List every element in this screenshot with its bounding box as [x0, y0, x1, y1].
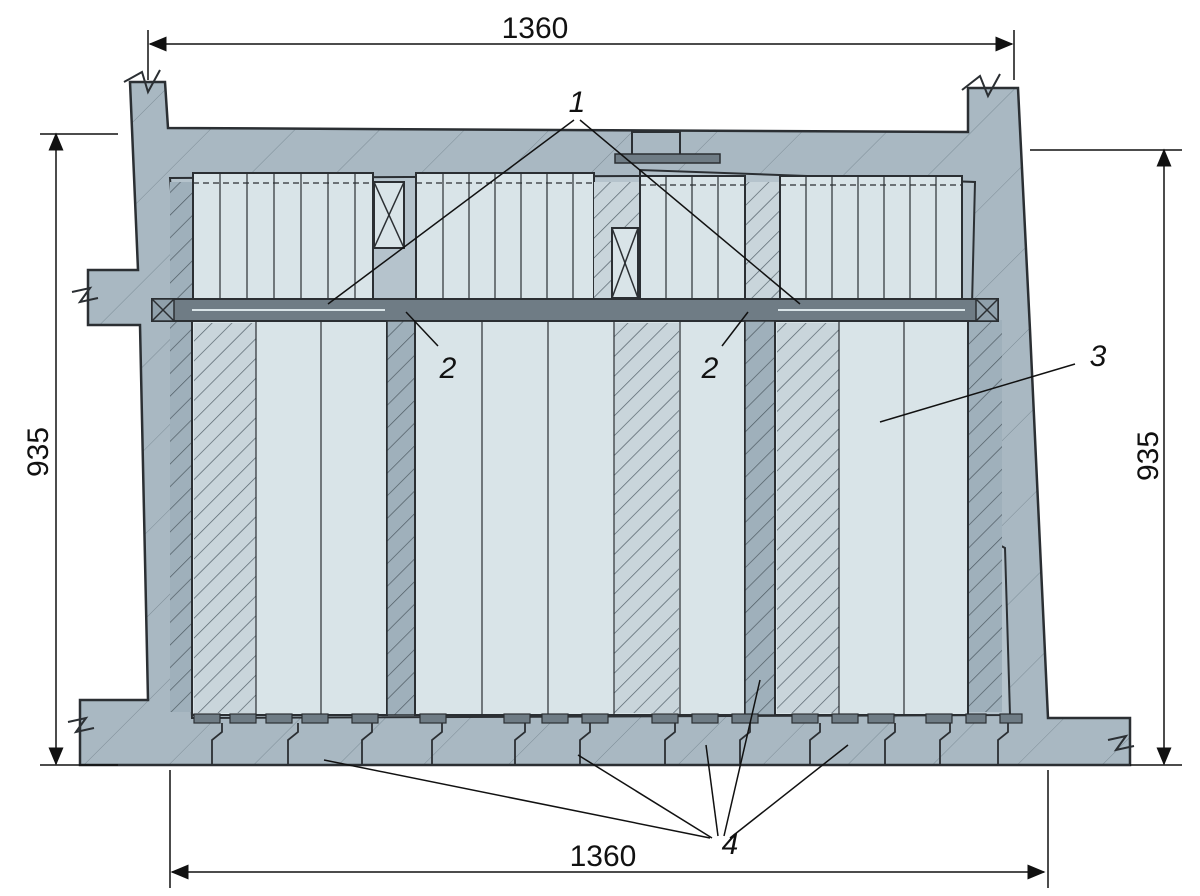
upper-hatched-gap-2: [746, 182, 780, 301]
support-rail: [151, 298, 999, 322]
callout-4: 4: [722, 828, 739, 861]
leader-1a: [327, 119, 575, 305]
base-supports: [193, 713, 1023, 765]
break-mark-left: [71, 286, 99, 304]
upper-block-3: [639, 175, 746, 302]
top-vent-plate: [614, 153, 721, 164]
upper-block-1: [192, 172, 374, 302]
callout-2-left: 2: [439, 352, 457, 385]
lower-hatched-gap-2: [744, 320, 776, 716]
leader-4a: [323, 759, 711, 839]
lower-hatched-gap-1: [386, 320, 416, 716]
leader-4b: [577, 754, 713, 839]
break-mark-bottom-right: [1107, 734, 1135, 752]
lower-block-1: [191, 320, 388, 716]
callout-2-right: 2: [701, 352, 719, 385]
left-dimension-label: 935: [22, 427, 55, 477]
upper-spacer-box-1: [373, 181, 405, 249]
leader-3: [879, 363, 1076, 423]
upper-spacer-box-2: [611, 227, 639, 299]
upper-block-4: [779, 175, 963, 302]
upper-block-2: [415, 172, 595, 302]
break-mark-top-right: [961, 73, 1001, 99]
upper-plate-row: [192, 172, 963, 302]
break-mark-top-left: [123, 69, 161, 95]
leader-2b: [721, 311, 749, 347]
dimension-lines: [40, 30, 1182, 888]
callout-3: 3: [1090, 340, 1107, 373]
left-wall-hatch: [170, 182, 192, 712]
lower-block-2: [414, 320, 746, 716]
leader-4e: [729, 744, 849, 839]
leader-4d: [723, 679, 761, 837]
leader-4c: [705, 744, 719, 837]
right-wall-hatch: [968, 320, 1002, 712]
i-beam-support: [211, 723, 223, 765]
callout-1: 1: [569, 86, 586, 119]
lower-block-row: [191, 320, 969, 716]
leader-lines: [323, 119, 1076, 839]
break-mark-bottom-left: [67, 716, 95, 734]
leader-2a: [405, 311, 439, 347]
lower-block-3: [774, 320, 969, 716]
leader-1b: [579, 119, 801, 305]
bottom-dimension-label: 1360: [570, 840, 637, 873]
right-dimension-label: 935: [1132, 431, 1165, 481]
top-dimension-label: 1360: [502, 12, 569, 45]
